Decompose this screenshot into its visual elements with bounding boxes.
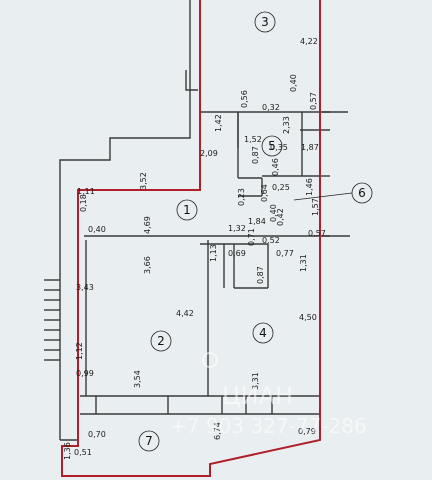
room-3-circle xyxy=(254,11,276,33)
dim-0-40-mid: 0,40 xyxy=(269,204,278,222)
dim-0-18: 0,18 xyxy=(79,194,88,212)
dim-0-77: 0,77 xyxy=(276,249,294,258)
room-6-label: 6 xyxy=(358,186,366,200)
dim-2-09: 2,09 xyxy=(200,149,218,158)
watermark-brand: ЦИАН xyxy=(222,382,293,410)
dim-1-52: 1,52 xyxy=(244,135,262,144)
dim-0-56: 0,56 xyxy=(240,90,249,108)
dim-4-69: 4,69 xyxy=(143,216,152,234)
dim-6-74: 6,74 xyxy=(213,422,222,440)
dim-0-52: 0,52 xyxy=(262,236,280,245)
dim-3-43: 3,43 xyxy=(76,283,94,292)
dim-1-84: 1,84 xyxy=(248,217,266,226)
watermark: ЦИАН +7 903 327-77-286 xyxy=(170,352,367,438)
room-7-circle xyxy=(138,430,160,452)
dimension-labels: 4,22 0,40 0,56 0,32 0,57 1,42 1,52 2,33 … xyxy=(63,37,326,460)
dim-4-22: 4,22 xyxy=(300,37,318,46)
dim-1-31: 1,31 xyxy=(299,254,308,272)
dim-0-23: 0,23 xyxy=(237,188,246,206)
dim-1-46: 1,46 xyxy=(305,178,314,196)
dim-3-66: 3,66 xyxy=(143,256,152,274)
dim-0-46: 0,46 xyxy=(271,158,280,176)
dim-1-36: 1,36 xyxy=(63,442,72,460)
dim-1-57: 1,57 xyxy=(311,198,320,216)
watermark-phone: +7 903 327-77-286 xyxy=(170,414,367,438)
dim-0-99: 0,99 xyxy=(76,369,94,378)
dim-1-13: 1,13 xyxy=(209,244,218,262)
room-5-label: 5 xyxy=(268,139,276,153)
dim-0-40-left: 0,40 xyxy=(88,225,106,234)
room-4-label: 4 xyxy=(259,326,267,340)
room-4-circle xyxy=(252,322,274,344)
dim-3-31: 3,31 xyxy=(251,372,260,390)
dim-1-32: 1,32 xyxy=(228,224,246,233)
room-labels: 1 2 3 4 5 6 7 xyxy=(138,11,373,452)
dim-4-42: 4,42 xyxy=(176,309,194,318)
room-5-circle xyxy=(261,135,283,157)
watermark-logo xyxy=(202,352,218,368)
dim-0-40-top: 0,40 xyxy=(289,74,298,92)
room-7-label: 7 xyxy=(145,434,153,448)
room-3-label: 3 xyxy=(261,15,269,29)
apartment-outline xyxy=(61,0,321,477)
room-6-circle xyxy=(351,182,373,204)
dim-0-71: 0,71 xyxy=(247,228,256,246)
dim-0-57-mid: 0,57 xyxy=(308,229,326,238)
dim-0-64: 0,64 xyxy=(260,184,269,202)
dim-3-54: 3,54 xyxy=(133,370,142,388)
dim-1-87: 1,87 xyxy=(301,143,319,152)
dim-2-33: 2,33 xyxy=(282,116,291,134)
dim-0-32: 0,32 xyxy=(262,103,280,112)
dim-1-12: 1,12 xyxy=(75,342,84,360)
room-1-label: 1 xyxy=(183,203,191,217)
dim-0-57-top: 0,57 xyxy=(309,92,318,110)
dim-0-25: 0,25 xyxy=(272,183,290,192)
room-6-leader xyxy=(293,192,353,201)
room-2-circle xyxy=(150,330,172,352)
dim-4-50: 4,50 xyxy=(299,313,317,322)
dim-1-42: 1,42 xyxy=(214,114,223,132)
dim-0-87-b: 0,87 xyxy=(256,266,265,284)
dim-0-69: 0,69 xyxy=(228,249,246,258)
room-2-label: 2 xyxy=(157,334,165,348)
dim-0-87-a: 0,87 xyxy=(251,146,260,164)
dim-0-42: 0,42 xyxy=(276,208,285,226)
dim-1-11: 1,11 xyxy=(77,187,95,196)
room-1-circle xyxy=(176,199,198,221)
dim-0-70: 0,70 xyxy=(88,430,106,439)
dim-0-79: 0,79 xyxy=(298,427,316,436)
dim-0-35: 0,35 xyxy=(270,143,288,152)
walls xyxy=(44,0,350,441)
dim-0-51: 0,51 xyxy=(74,448,92,457)
dim-3-52: 3,52 xyxy=(139,172,148,190)
